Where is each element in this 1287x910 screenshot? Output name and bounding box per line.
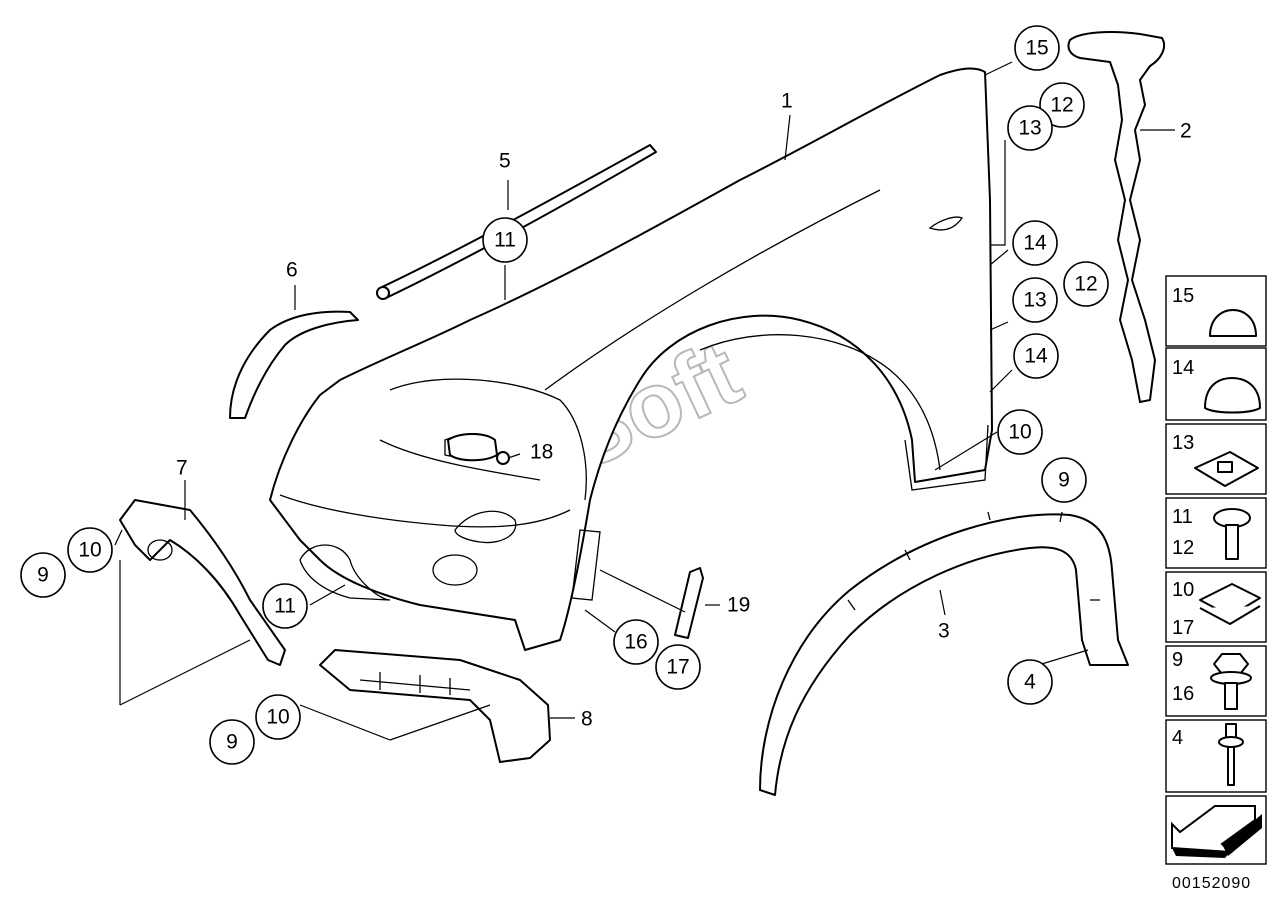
large-cap-icon: [1204, 377, 1261, 414]
front-support: [119, 499, 286, 666]
callout-4: 4: [1007, 659, 1053, 705]
small-bracket: [229, 310, 359, 419]
callout-9-right: 9: [1041, 457, 1087, 503]
svg-text:12: 12: [1074, 273, 1097, 296]
svg-text:11: 11: [274, 595, 296, 618]
svg-text:14: 14: [1023, 232, 1047, 255]
svg-text:13: 13: [1023, 289, 1046, 312]
callout-14-a: 14: [1012, 220, 1058, 266]
callout-9-bottom: 9: [209, 719, 255, 765]
svg-text:10: 10: [1008, 421, 1031, 444]
spring-nut-icon: [1199, 583, 1261, 625]
blind-rivet-icon: [1218, 723, 1244, 786]
side-marker-bracket: [674, 567, 704, 639]
svg-text:15: 15: [1172, 285, 1194, 307]
torx-screw-icon: [1213, 508, 1251, 560]
svg-text:17: 17: [666, 656, 689, 679]
svg-text:16: 16: [1172, 683, 1194, 705]
svg-text:10: 10: [78, 539, 101, 562]
leader-lines: [114, 61, 1175, 741]
callout-18: 18: [530, 441, 553, 464]
svg-text:16: 16: [624, 631, 647, 654]
svg-text:10: 10: [1172, 579, 1194, 601]
label-part-2: 2: [1180, 120, 1192, 143]
callout-9-left: 9: [20, 552, 66, 598]
dome-cap-icon: [1209, 309, 1257, 337]
callout-10-right: 10: [997, 409, 1043, 455]
wheel-arch-trim: [759, 511, 1129, 796]
callout-12-a: 12: [1039, 82, 1085, 128]
svg-text:4: 4: [1024, 671, 1036, 694]
arrow-icon: [1171, 805, 1262, 858]
svg-text:14: 14: [1172, 357, 1194, 379]
svg-text:12: 12: [1050, 94, 1073, 117]
svg-text:9: 9: [1172, 649, 1183, 671]
svg-text:10: 10: [266, 706, 289, 729]
svg-text:15: 15: [1025, 37, 1048, 60]
callout-16: 16: [613, 619, 659, 665]
svg-text:13: 13: [1172, 432, 1194, 454]
label-part-1: 1: [781, 90, 793, 113]
callout-13-b: 13: [1012, 277, 1058, 323]
lower-bracket: [319, 649, 551, 763]
label-part-6: 6: [286, 259, 298, 282]
label-part-3: 3: [938, 620, 950, 643]
svg-text:13: 13: [1018, 117, 1041, 140]
label-part-19: 19: [727, 594, 750, 617]
callout-11-left: 11: [262, 583, 308, 629]
clip-nut-icon: [1194, 451, 1259, 487]
svg-text:14: 14: [1024, 345, 1048, 368]
svg-text:9: 9: [1058, 469, 1070, 492]
svg-text:17: 17: [1172, 617, 1194, 639]
svg-text:11: 11: [1172, 506, 1193, 528]
label-part-7: 7: [176, 457, 188, 480]
callout-15-top: 15: [1014, 25, 1060, 71]
svg-text:11: 11: [494, 229, 516, 252]
svg-text:12: 12: [1172, 537, 1194, 559]
svg-text:18: 18: [530, 441, 553, 464]
document-number: 00152090: [1172, 875, 1251, 892]
svg-text:9: 9: [226, 731, 238, 754]
fastener-legend: 15 14 13 11 12 10 17 9 16: [1165, 275, 1267, 865]
callout-12-b: 12: [1063, 261, 1109, 307]
label-part-8: 8: [581, 708, 593, 731]
callout-11-top: 11: [482, 217, 528, 263]
svg-text:9: 9: [37, 564, 49, 587]
callout-13-a: 13: [1007, 105, 1053, 151]
callout-10-left: 10: [67, 527, 113, 573]
hex-screw-icon: [1210, 653, 1252, 710]
label-part-5: 5: [499, 150, 511, 173]
callout-14-b: 14: [1013, 333, 1059, 379]
callout-10-bottom: 10: [255, 694, 301, 740]
svg-text:4: 4: [1172, 727, 1183, 749]
callout-17: 17: [655, 644, 701, 690]
seal-strip: [1067, 31, 1166, 403]
